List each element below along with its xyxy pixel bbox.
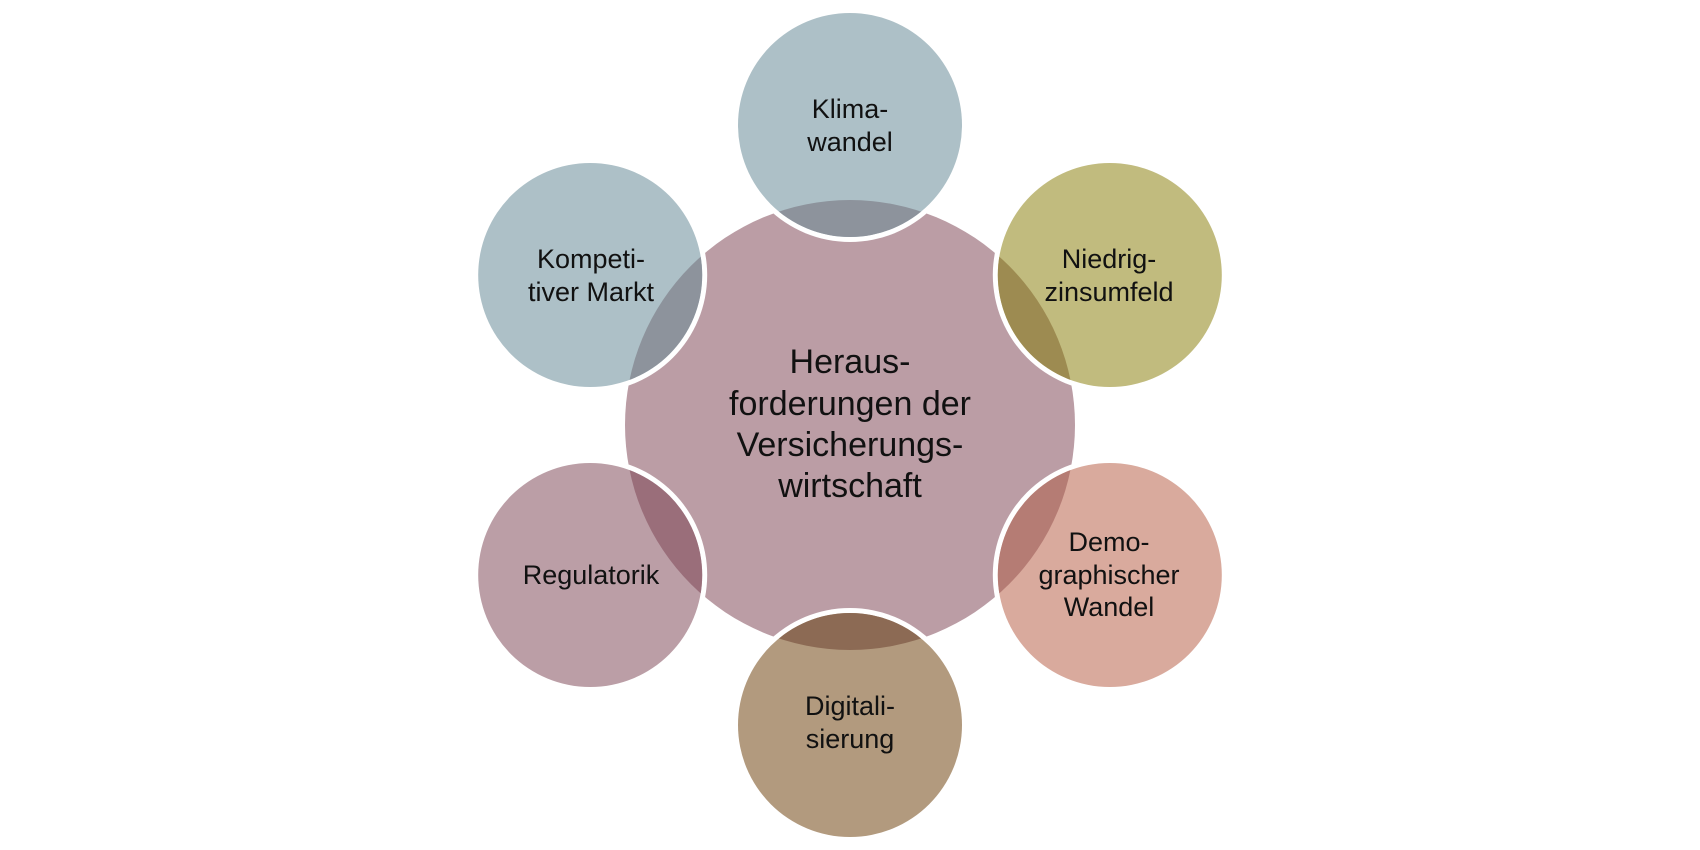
node-circle-digitalisierung bbox=[738, 613, 962, 837]
node-kompetitiver-markt bbox=[473, 158, 708, 392]
node-klimawandel bbox=[733, 8, 967, 242]
node-circle-klimawandel bbox=[738, 13, 962, 237]
node-regulatorik bbox=[473, 458, 708, 692]
node-demographischer-wandel bbox=[992, 458, 1227, 692]
node-digitalisierung bbox=[733, 608, 967, 842]
center-circle bbox=[625, 200, 1075, 650]
node-niedrigzinsumfeld bbox=[992, 158, 1227, 392]
